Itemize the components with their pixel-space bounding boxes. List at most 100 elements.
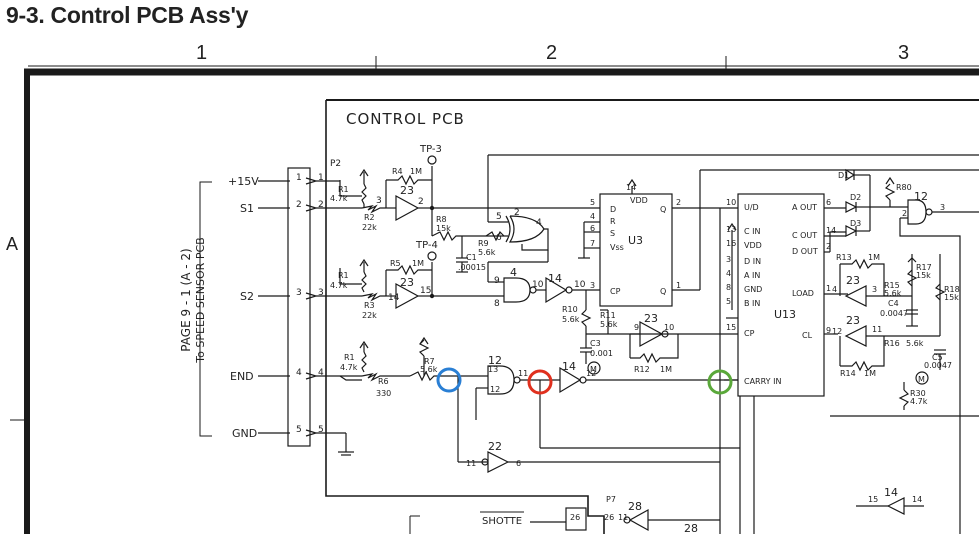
end-chain: R6 330 R1 4.7k R7 5.6k 13 12 12 11 14 12 <box>339 336 740 463</box>
gate14c-pin-14: 14 <box>912 495 922 504</box>
u13-pin-aout: A OUT <box>792 203 817 212</box>
c4-label: C4 <box>888 299 899 308</box>
r8-label: R8 <box>436 215 447 224</box>
gate-22-label: 22 <box>488 440 502 453</box>
nand-pin-9: 9 <box>494 276 500 286</box>
r14-value: 1M <box>864 369 876 378</box>
r6-label: R6 <box>378 377 389 386</box>
r18-value: 15k <box>944 293 959 302</box>
r8-value: 15k <box>436 224 451 233</box>
r12-value: 1M <box>660 365 672 374</box>
p2-pin-5-in: 5 <box>318 425 324 435</box>
shotte-label: SHOTTE <box>482 516 522 527</box>
u13-num-9: 9 <box>826 326 831 335</box>
u13-num-13: 13 <box>726 225 736 234</box>
board-outline <box>325 99 979 534</box>
r5-label: R5 <box>390 259 401 268</box>
r7-label: R7 <box>424 357 435 366</box>
r6-value: 330 <box>376 389 391 398</box>
highlight-red-circle <box>527 369 553 395</box>
p7-pin-26: 26 <box>570 513 580 522</box>
feedback-section: M R11 5.6k R12 1M C3 0.001 23 9 10 <box>580 309 720 375</box>
gate12b-pin-3: 3 <box>940 203 945 212</box>
pin-14: 14 <box>388 293 400 303</box>
grid-column-2: 2 <box>546 42 558 64</box>
gate14c-pin-15: 15 <box>868 495 878 504</box>
side-label: PAGE 9 - 1 (A - 2) To SPEED SENSOR PCB <box>179 237 207 363</box>
u13-num-2: 2 <box>826 242 831 251</box>
r18-label: R18 <box>944 285 960 294</box>
g23d-pin-4: 4 <box>832 285 837 294</box>
marker-m2: M <box>918 375 925 384</box>
r10-label: R10 <box>562 305 578 314</box>
r13-label: R13 <box>836 253 852 262</box>
u3-num-5: 5 <box>590 198 595 207</box>
nand12-pin-11: 11 <box>518 369 528 378</box>
r5-value: 1M <box>412 259 424 268</box>
r1b-label: R1 <box>338 271 349 280</box>
u13-num-3: 3 <box>726 255 731 264</box>
r2-value: 22k <box>362 223 377 232</box>
r17-value: 15k <box>916 271 931 280</box>
r1c-label: R1 <box>344 353 355 362</box>
connector-p2 <box>287 167 311 447</box>
gate-12b-label: 12 <box>914 190 928 203</box>
grid-column-3: 3 <box>898 42 910 64</box>
p7-label: P7 <box>606 495 616 504</box>
u13-num-16: 16 <box>726 239 736 248</box>
c3-label: C3 <box>590 339 601 348</box>
u3-label: U3 <box>628 234 643 247</box>
gate-23c-label: 23 <box>644 312 658 325</box>
signal-gnd: GND <box>232 427 257 440</box>
pin-15: 15 <box>420 286 431 296</box>
r30-value: 4.7k <box>910 397 928 406</box>
u13-pin-bin: B IN <box>744 299 760 308</box>
p7-pin-11: 11 <box>618 513 628 522</box>
p2-pin-2: 2 <box>296 200 302 210</box>
u13-pin-cp: CP <box>744 329 755 338</box>
u13-pin-cin: C IN <box>744 227 760 236</box>
p2-pin-3-in: 3 <box>318 288 324 298</box>
u3-pin-d: D <box>610 205 616 214</box>
r16-label: R16 <box>884 339 900 348</box>
nand-pin-10: 10 <box>532 280 544 290</box>
r1b-value: 4.7k <box>330 281 348 290</box>
gate-23b-label: 23 <box>400 276 414 289</box>
r16-value: 5.6k <box>906 339 924 348</box>
nand-gate-4: 9 8 4 10 14 10 <box>487 250 600 309</box>
gate22-pin-11: 11 <box>466 459 476 468</box>
u3-num-7: 7 <box>590 239 595 248</box>
tp3-label: TP-3 <box>419 144 442 155</box>
connector-p2-label: P2 <box>330 159 341 169</box>
r80-label: R80 <box>896 183 912 192</box>
p2-pin-4-in: 4 <box>318 368 324 378</box>
tp4-label: TP-4 <box>415 240 438 251</box>
xor-pin-6: 6 <box>496 233 502 243</box>
highlight-green-circle <box>707 369 733 395</box>
r10-value: 5.6k <box>562 315 580 324</box>
pin-2: 2 <box>418 197 424 207</box>
grid-row-a: A <box>6 234 19 254</box>
signal-s1: S1 <box>240 202 254 215</box>
inv-14a-label: 14 <box>548 272 562 285</box>
xor-pin-4: 4 <box>536 218 542 228</box>
u13-num-6: 6 <box>826 198 831 207</box>
u13-num-15: 15 <box>726 323 736 332</box>
r1a-label: R1 <box>338 185 349 194</box>
r4-value: 1M <box>410 167 422 176</box>
r2-label: R2 <box>364 213 375 222</box>
u13-num-8: 8 <box>726 283 731 292</box>
u3-pin-vdd: VDD <box>630 196 648 205</box>
nand12-pin-12: 12 <box>490 385 500 394</box>
g23e-pin-11: 11 <box>872 325 882 334</box>
bottom-section: SHOTTE 26 P7 26 11 28 28 <box>409 495 720 534</box>
u13-num-10: 10 <box>726 198 736 207</box>
signal-s2: S2 <box>240 290 254 303</box>
inv14b-pin-12: 12 <box>586 369 596 378</box>
r17-label: R17 <box>916 263 932 272</box>
c1-label: C1 <box>466 253 477 262</box>
u13-num-4: 4 <box>726 269 731 278</box>
gate12b-pin-2: 2 <box>902 209 907 218</box>
u3-num-2: 2 <box>676 198 681 207</box>
c4-value: 0.0047 <box>880 309 908 318</box>
